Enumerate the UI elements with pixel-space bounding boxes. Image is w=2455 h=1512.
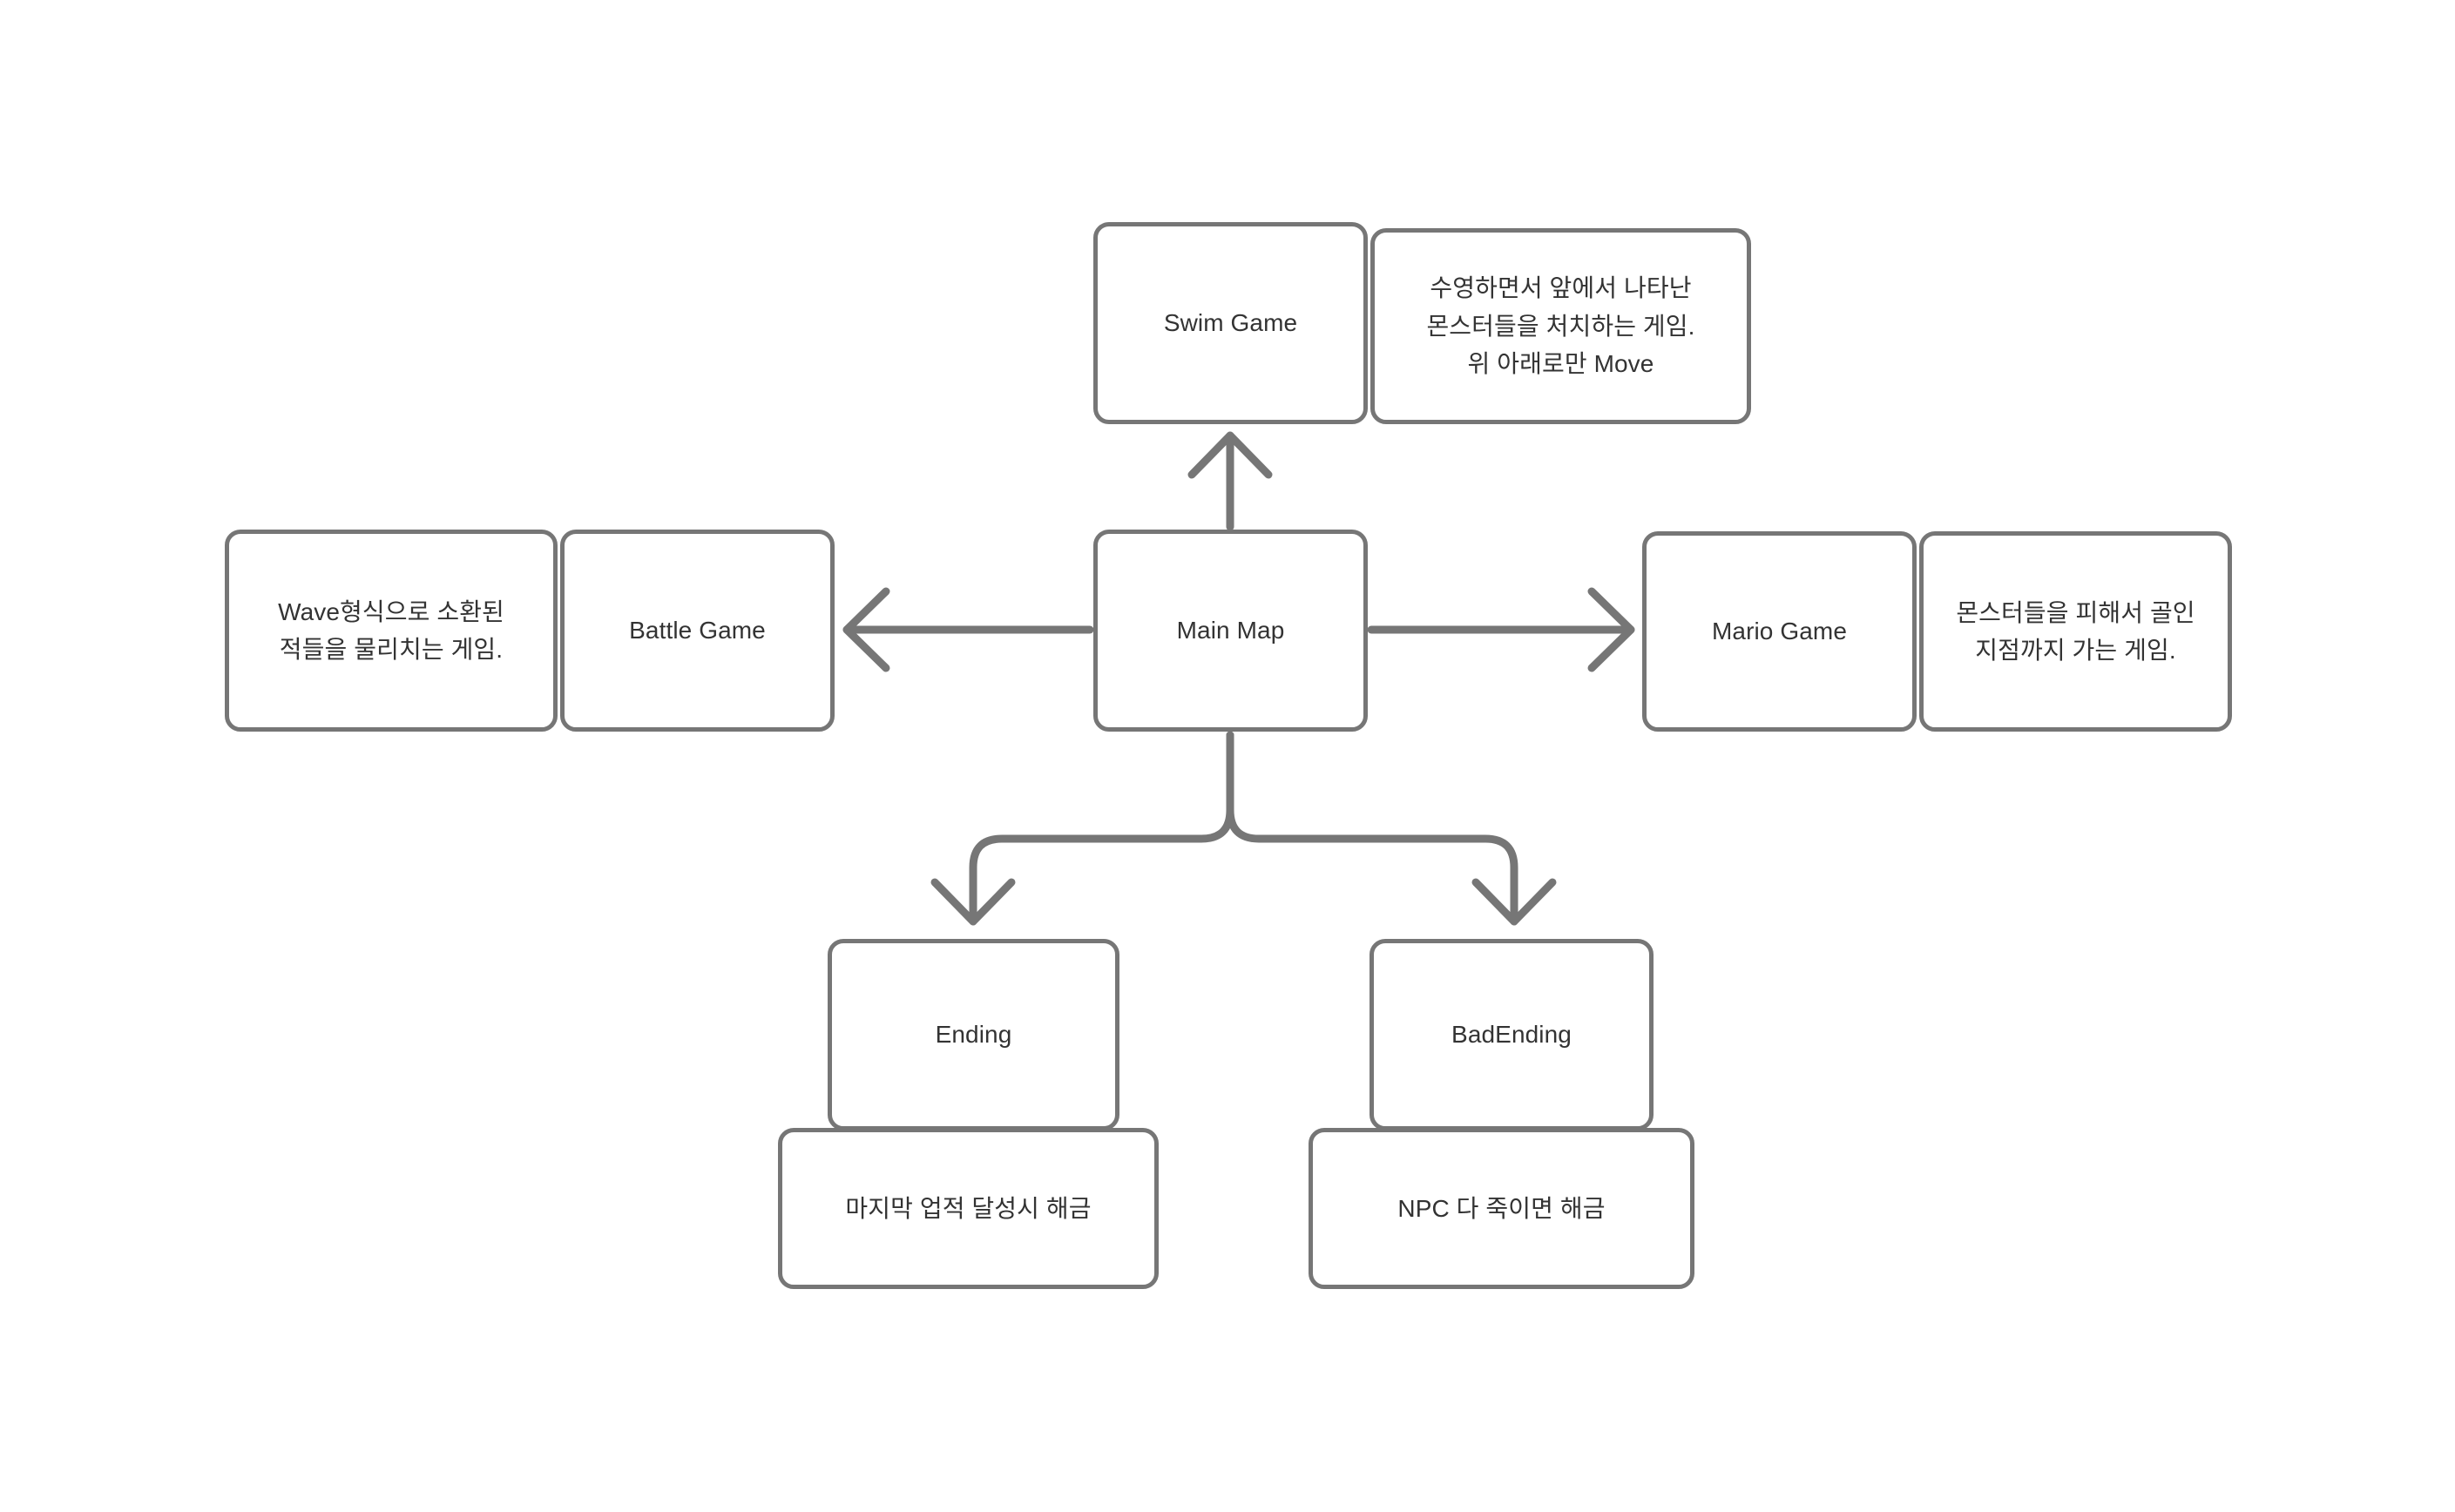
node-swim-game-description-label: 수영하면서 앞에서 나타난 몬스터들을 처치하는 게임. 위 아래로만 Move [1426, 274, 1695, 378]
edge-main-map-to-battle-game [842, 587, 1094, 672]
edge-main-map-to-mario-game [1367, 587, 1635, 672]
node-bad-ending-description[interactable]: NPC 다 죽이면 해금 [1309, 1128, 1694, 1289]
node-mario-game-description[interactable]: 몬스터들을 피해서 골인 지점까지 가는 게임. [1919, 531, 2232, 732]
node-main-map-label: Main Map [1176, 617, 1285, 645]
node-battle-game-label: Battle Game [629, 617, 766, 645]
node-bad-ending[interactable]: BadEnding [1370, 939, 1654, 1131]
node-bad-ending-label: BadEnding [1451, 1021, 1572, 1049]
node-mario-game[interactable]: Mario Game [1642, 531, 1917, 732]
node-ending-label: Ending [935, 1021, 1012, 1049]
edge-main-map-to-bad-ending [1226, 731, 1557, 926]
node-mario-game-label: Mario Game [1711, 618, 1848, 645]
node-ending-description-label: 마지막 업적 달성시 해금 [845, 1194, 1092, 1222]
node-swim-game-label: Swim Game [1163, 309, 1298, 337]
node-swim-game-description[interactable]: 수영하면서 앞에서 나타난 몬스터들을 처치하는 게임. 위 아래로만 Move [1370, 228, 1751, 424]
edge-main-map-to-ending [930, 731, 1234, 926]
node-battle-game-description[interactable]: Wave형식으로 소환된 적들을 물리치는 게임. [225, 530, 558, 732]
node-ending[interactable]: Ending [828, 939, 1119, 1131]
node-mario-game-description-label: 몬스터들을 피해서 골인 지점까지 가는 게임. [1956, 598, 2195, 664]
node-battle-game[interactable]: Battle Game [560, 530, 835, 732]
node-battle-game-description-label: Wave형식으로 소환된 적들을 물리치는 게임. [278, 597, 504, 663]
node-bad-ending-description-label: NPC 다 죽이면 해금 [1397, 1194, 1606, 1222]
edge-main-map-to-swim-game [1187, 431, 1273, 531]
node-ending-description[interactable]: 마지막 업적 달성시 해금 [778, 1128, 1159, 1289]
node-swim-game[interactable]: Swim Game [1093, 222, 1368, 424]
node-main-map[interactable]: Main Map [1093, 530, 1368, 732]
